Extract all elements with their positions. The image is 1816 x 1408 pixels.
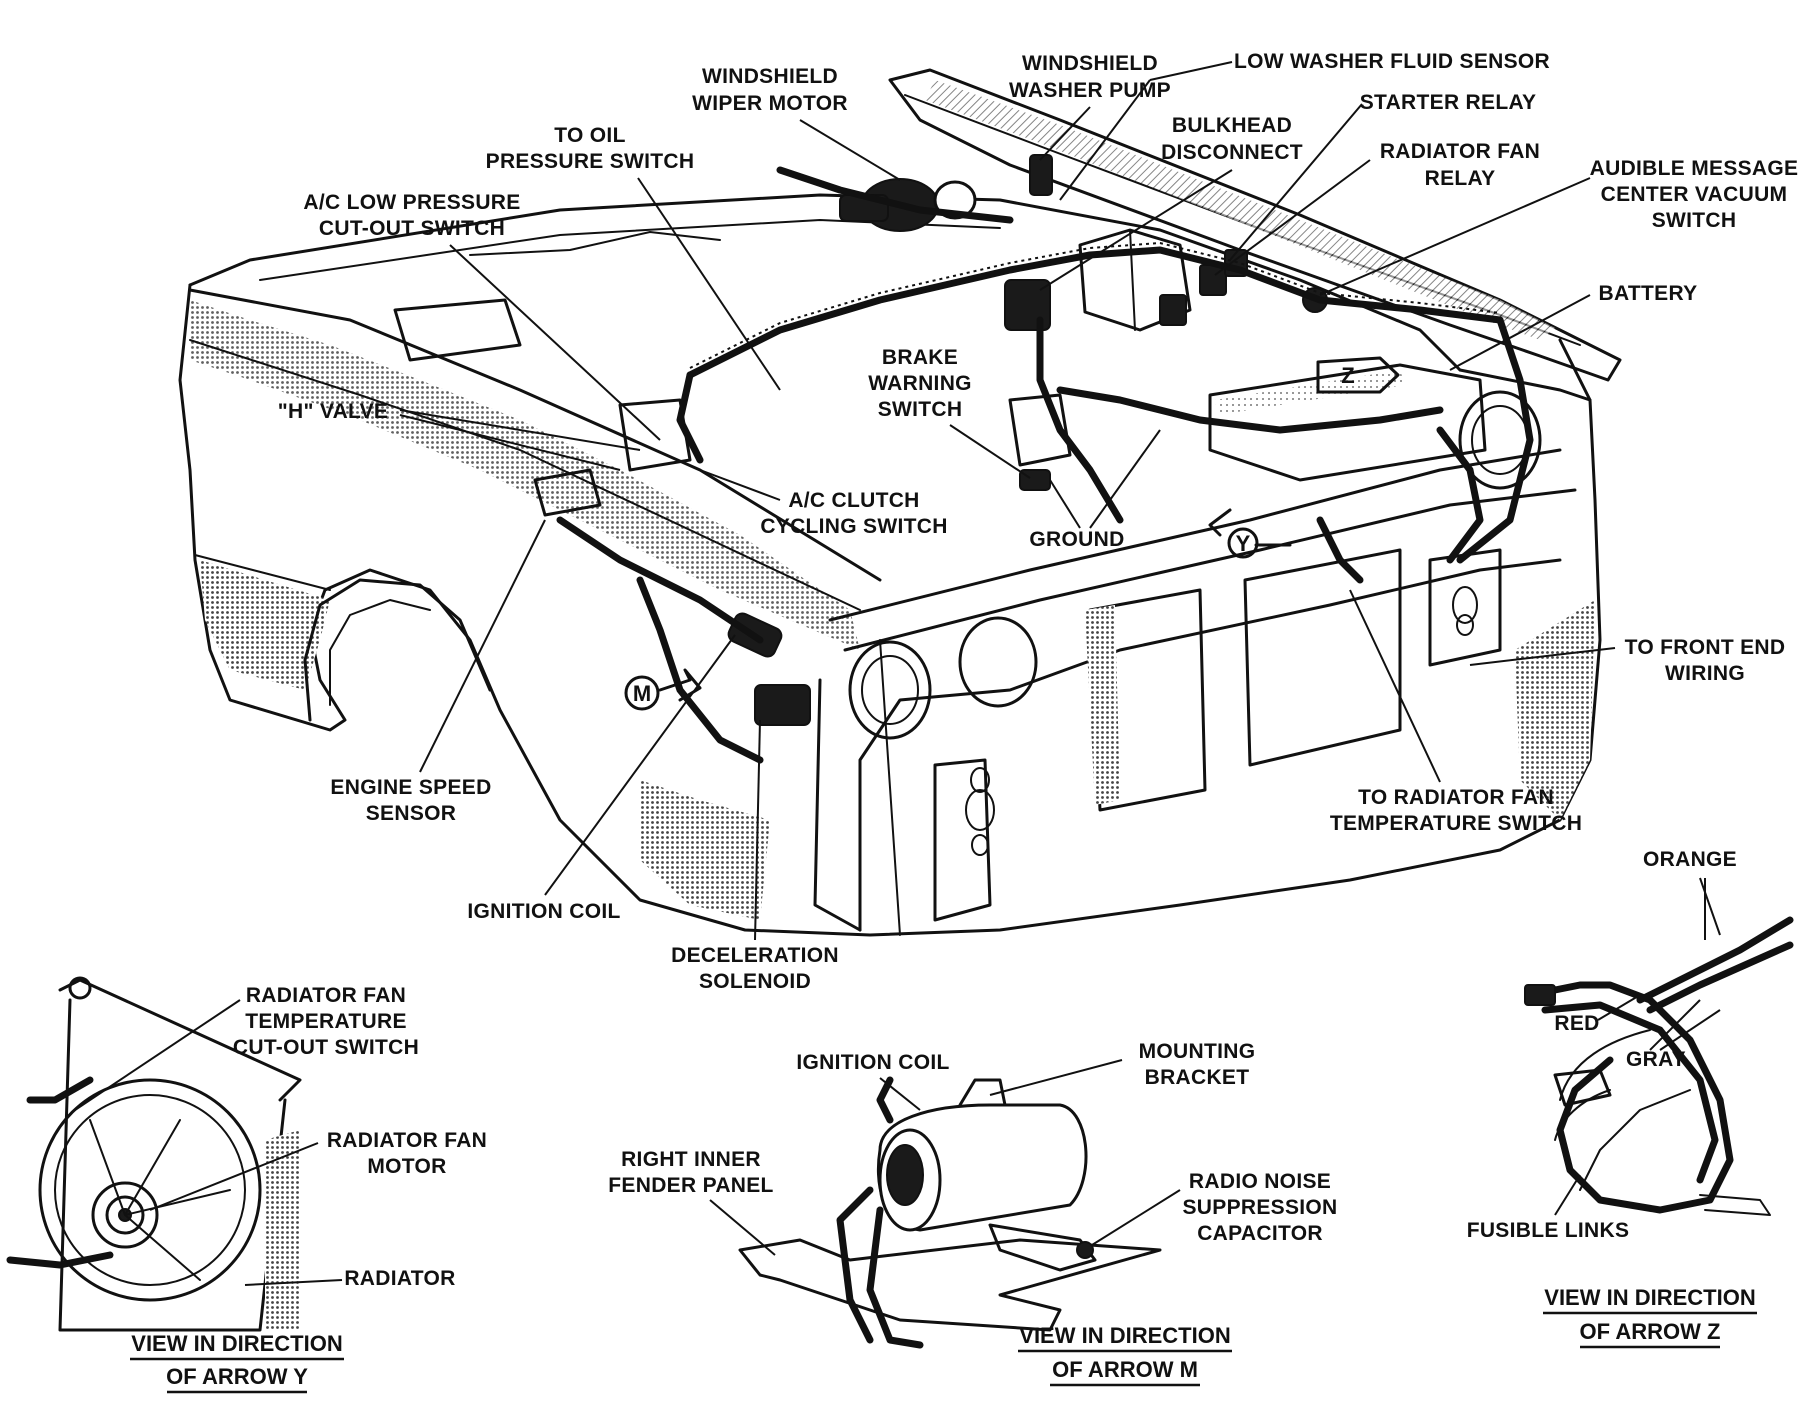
caption-view-y-2: OF ARROW Y (166, 1364, 308, 1389)
inset-view-arrow-y: RADIATOR FAN TEMPERATURE CUT-OUT SWITCH … (6, 976, 487, 1394)
label-engine-speed-1: ENGINE SPEED (330, 776, 491, 799)
label-windshield-wiper-motor-1: WINDSHIELD (702, 65, 838, 88)
label-bulkhead-disconnect-1: BULKHEAD (1172, 114, 1292, 137)
label-brake-warning-2: WARNING (868, 372, 972, 395)
label-bulkhead-disconnect-2: DISCONNECT (1161, 141, 1303, 164)
label-deceleration-solenoid-2: SOLENOID (699, 970, 811, 993)
label-audible-message-3: SWITCH (1652, 209, 1737, 232)
label-windshield-washer-pump-2: WASHER PUMP (1009, 79, 1171, 102)
main-callouts: WINDSHIELD WIPER MOTOR WINDSHIELD WASHER… (278, 50, 1799, 993)
label-to-front-end-1: TO FRONT END (1625, 636, 1786, 659)
label-brake-warning-3: SWITCH (878, 398, 963, 421)
label-radiator-fan-relay-1: RADIATOR FAN (1380, 140, 1540, 163)
inset-view-arrow-m: IGNITION COIL MOUNTING BRACKET RIGHT INN… (608, 1040, 1337, 1387)
caption-view-m-1: VIEW IN DIRECTION (1019, 1323, 1230, 1348)
label-deceleration-solenoid-1: DECELERATION (671, 944, 839, 967)
label-y-radiator-fan-temp-1: RADIATOR FAN (246, 984, 406, 1007)
arrow-z-marker: Z (1341, 363, 1354, 388)
label-y-radiator-fan-motor-2: MOTOR (367, 1155, 446, 1178)
label-z-fusible-links: FUSIBLE LINKS (1467, 1219, 1630, 1242)
label-h-valve: "H" VALVE (278, 400, 389, 423)
label-audible-message-2: CENTER VACUUM (1601, 183, 1788, 206)
arrow-m-marker: M (633, 681, 651, 706)
label-z-orange: ORANGE (1643, 848, 1737, 871)
label-ground: GROUND (1029, 528, 1124, 551)
caption-view-z-2: OF ARROW Z (1580, 1319, 1721, 1344)
label-m-radio-noise-2: SUPPRESSION (1182, 1196, 1337, 1219)
label-to-radiator-fan-temp-2: TEMPERATURE SWITCH (1330, 812, 1582, 835)
label-brake-warning-1: BRAKE (882, 346, 958, 369)
inset-view-arrow-z: ORANGE RED GRAY FUSIBLE LINKS VIEW IN DI… (1467, 848, 1794, 1349)
caption-view-z-1: VIEW IN DIRECTION (1544, 1285, 1755, 1310)
label-m-ignition-coil: IGNITION COIL (796, 1051, 949, 1074)
label-windshield-washer-pump-1: WINDSHIELD (1022, 52, 1158, 75)
label-m-radio-noise-1: RADIO NOISE (1189, 1170, 1331, 1193)
label-ac-clutch-2: CYCLING SWITCH (760, 515, 947, 538)
label-radiator-fan-relay-2: RELAY (1425, 167, 1496, 190)
label-to-front-end-2: WIRING (1665, 662, 1745, 685)
label-starter-relay: STARTER RELAY (1360, 91, 1537, 114)
label-low-washer-fluid-sensor: LOW WASHER FLUID SENSOR (1234, 50, 1550, 73)
label-ac-clutch-1: A/C CLUTCH (788, 489, 919, 512)
label-ac-low-pressure-2: CUT-OUT SWITCH (319, 217, 505, 240)
label-ac-low-pressure-1: A/C LOW PRESSURE (303, 191, 520, 214)
label-z-gray: GRAY (1626, 1048, 1686, 1071)
label-battery: BATTERY (1599, 282, 1698, 305)
label-m-right-inner-fender-2: FENDER PANEL (608, 1174, 773, 1197)
label-y-radiator-fan-temp-3: CUT-OUT SWITCH (233, 1036, 419, 1059)
label-m-mounting-bracket-2: BRACKET (1145, 1066, 1250, 1089)
label-z-red: RED (1554, 1012, 1599, 1035)
label-to-oil-pressure-1: TO OIL (554, 124, 625, 147)
label-y-radiator-fan-motor-1: RADIATOR FAN (327, 1129, 487, 1152)
vehicle-front-end-drawing: Z (178, 68, 1622, 937)
caption-view-y-1: VIEW IN DIRECTION (131, 1331, 342, 1356)
label-ignition-coil: IGNITION COIL (467, 900, 620, 923)
label-m-right-inner-fender-1: RIGHT INNER (621, 1148, 761, 1171)
label-y-radiator: RADIATOR (344, 1267, 455, 1290)
label-y-radiator-fan-temp-2: TEMPERATURE (245, 1010, 407, 1033)
label-engine-speed-2: SENSOR (366, 802, 457, 825)
label-to-oil-pressure-2: PRESSURE SWITCH (486, 150, 695, 173)
label-to-radiator-fan-temp-1: TO RADIATOR FAN (1358, 786, 1554, 809)
label-windshield-wiper-motor-2: WIPER MOTOR (692, 92, 848, 115)
label-audible-message-1: AUDIBLE MESSAGE (1590, 157, 1799, 180)
caption-view-m-2: OF ARROW M (1052, 1357, 1198, 1382)
label-m-radio-noise-3: CAPACITOR (1197, 1222, 1323, 1245)
arrow-y-marker: Y (1236, 531, 1251, 556)
label-m-mounting-bracket-1: MOUNTING (1139, 1040, 1256, 1063)
